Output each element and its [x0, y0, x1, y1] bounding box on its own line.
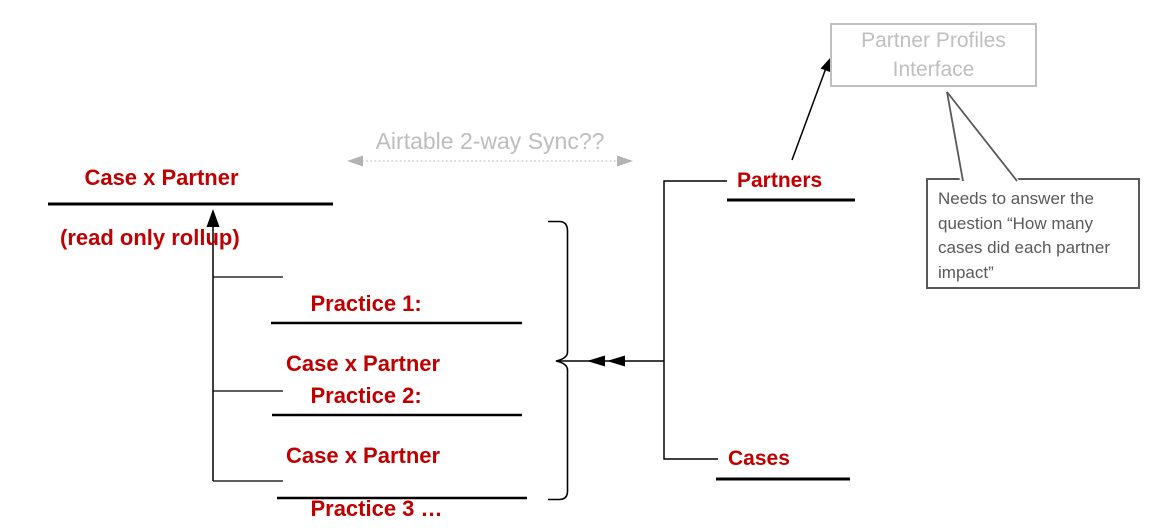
callout-box — [926, 178, 1140, 289]
partners-cases-elbow — [663, 180, 727, 460]
partner-profiles-interface-label: Partner Profiles Interface — [861, 29, 1006, 81]
sync-arrowhead-right — [617, 155, 633, 167]
practice-3-label-line1: Practice 3 … — [310, 496, 443, 521]
rollup-table-label-line1: Case x Partner — [84, 165, 239, 190]
practice-1-label-line1: Practice 1: — [310, 291, 422, 316]
callout-tail-fill — [947, 91, 1020, 182]
partners-table-label: Partners — [737, 169, 823, 192]
practice-2-label: Practice 2: Case x Partner — [286, 351, 440, 531]
cases-table-label: Cases — [728, 447, 790, 470]
sync-arrowhead-left — [347, 155, 363, 167]
practice-2-label-line2: Case x Partner — [286, 443, 441, 468]
rollup-table-label: Case x Partner (read only rollup) — [60, 133, 240, 313]
practices-brace — [548, 220, 569, 501]
partners-to-interface-arrow-line — [791, 67, 827, 161]
partners-to-interface-arrowhead — [820, 57, 831, 72]
practice-1-label-line2: Case x Partner — [286, 351, 441, 376]
brace-arrowhead-1 — [587, 355, 605, 367]
brace-arrowhead-2 — [607, 355, 625, 367]
callout-tail-right-edge — [946, 91, 1018, 182]
airtable-sync-label: Airtable 2-way Sync?? — [375, 128, 605, 154]
rollup-arrowhead-up — [206, 209, 220, 227]
callout-tail-left-edge — [946, 91, 964, 182]
practice-1-label: Practice 1: Case x Partner — [286, 259, 440, 439]
practice-2-label-line1: Practice 2: — [310, 383, 422, 408]
rollup-table-label-line2: (read only rollup) — [60, 225, 240, 250]
callout-note-text: Needs to answer the question “How many c… — [938, 189, 1110, 282]
practice-3-label: Practice 3 … — [286, 464, 443, 531]
partner-profiles-interface-box: Partner Profiles Interface — [830, 23, 1037, 87]
